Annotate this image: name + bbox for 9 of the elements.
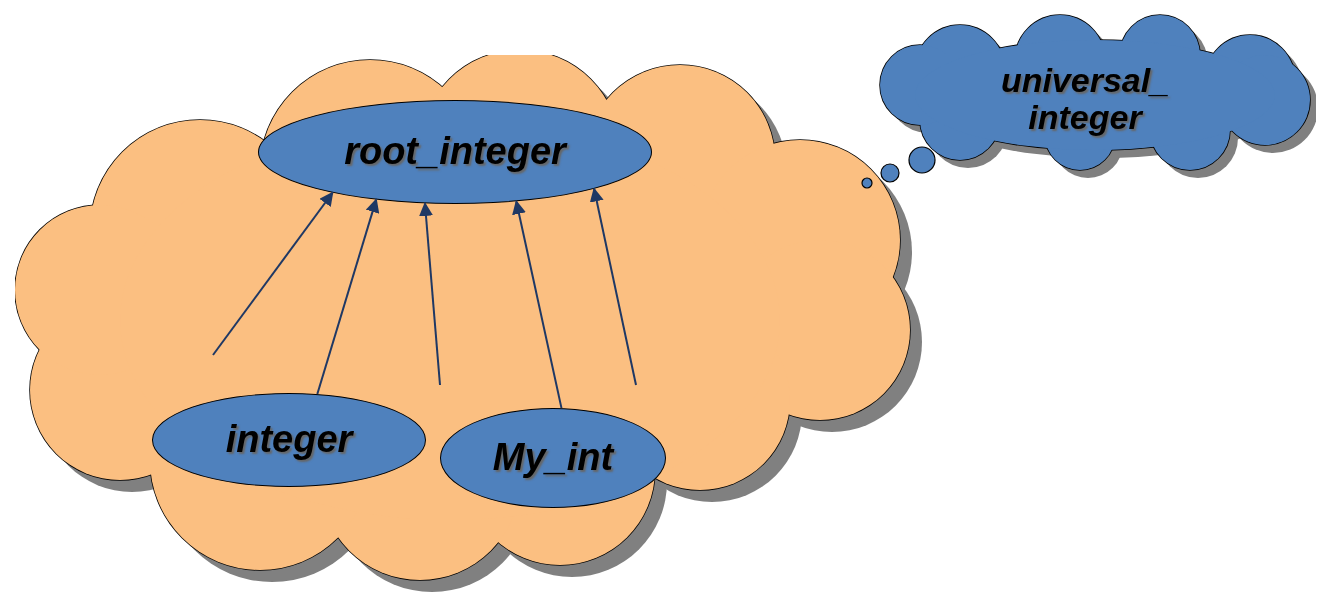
node-label: integer [225, 419, 353, 461]
arrow [419, 202, 441, 386]
arrow [589, 187, 637, 386]
node-label: root_integer [344, 131, 566, 173]
node-label: universal_ integer [999, 62, 1171, 137]
arrow [212, 191, 334, 356]
arrow [316, 198, 380, 395]
arrow [512, 200, 563, 410]
node-label: My_int [492, 437, 614, 479]
